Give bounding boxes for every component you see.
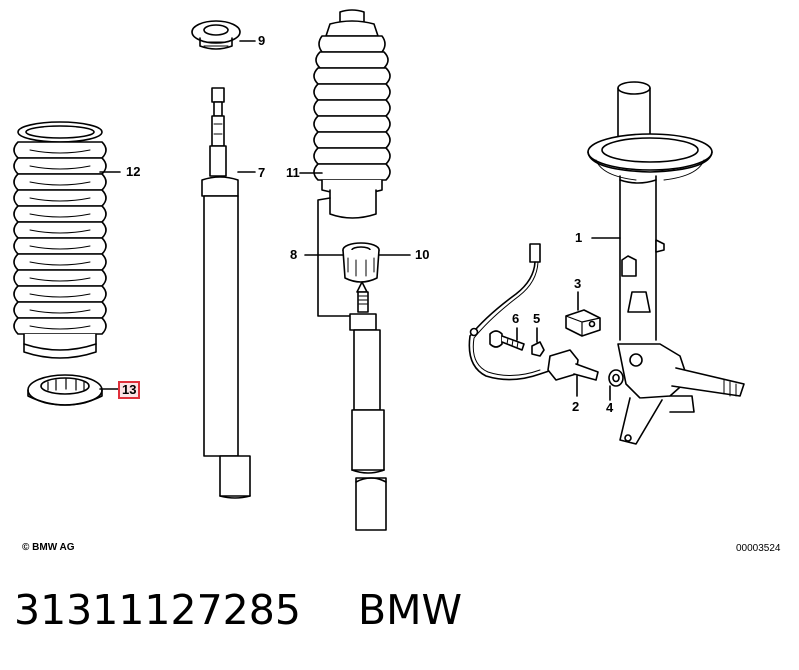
copyright-notice: © BMW AG — [22, 542, 75, 553]
bellows-boot-part-12 — [13, 121, 107, 359]
callout-3: 3 — [574, 276, 582, 291]
exploded-parts-diagram — [13, 9, 745, 531]
callout-12: 12 — [126, 164, 141, 179]
callout-1: 1 — [575, 230, 583, 245]
callout-6: 6 — [512, 311, 520, 326]
callout-9: 9 — [258, 33, 266, 48]
callout-11: 11 — [286, 165, 300, 180]
part-number: 31311127285 — [14, 586, 301, 634]
clip-part-5 — [531, 341, 545, 357]
strut-boot-part-11 — [313, 9, 391, 219]
drawing-number: 00003524 — [736, 543, 781, 554]
callout-4: 4 — [606, 400, 614, 415]
callout-13-highlighted[interactable]: 13 — [118, 381, 141, 399]
shock-absorber-part-7 — [201, 87, 251, 499]
callout-5: 5 — [533, 311, 541, 326]
guide-bushing-part-10 — [342, 242, 380, 283]
bracket-part-3 — [565, 309, 601, 337]
callout-7: 7 — [258, 165, 266, 180]
callout-2: 2 — [572, 399, 580, 414]
callout-10: 10 — [415, 247, 430, 262]
top-nut-part-9 — [191, 20, 241, 50]
damper-insert — [349, 281, 387, 531]
screw-part-6 — [489, 330, 525, 351]
leader-8-11-bracket — [317, 197, 357, 317]
washer-part-4 — [608, 369, 624, 387]
callout-8: 8 — [290, 247, 298, 262]
bump-stop-ring-part-13 — [27, 374, 103, 406]
brand-name: BMW — [358, 586, 463, 634]
abs-sensor-part-2 — [468, 243, 599, 381]
strut-housing-part-1 — [587, 81, 745, 445]
